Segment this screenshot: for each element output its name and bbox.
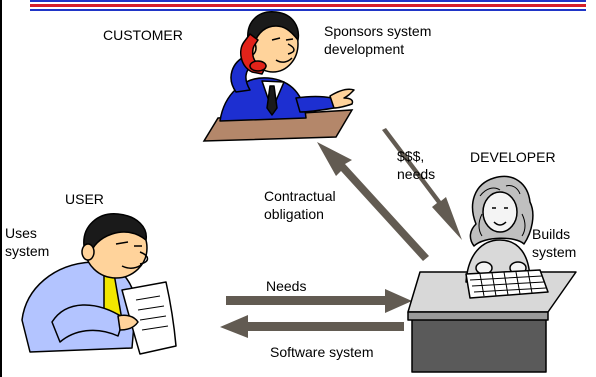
developer-label: DEVELOPER [470,149,556,165]
customer-phone-figure [219,11,355,122]
header-rules [30,0,586,11]
developer-role-line-2: system [532,244,577,260]
flow-contract-line-1: Contractual [264,188,336,204]
flow-software-label: Software system [270,344,374,360]
rule-blue-1 [30,0,586,2]
flow-money-needs-line-1: $$$, [397,148,425,164]
flow-money-needs-line-2: needs [397,166,436,182]
customer-role-line-1: Sponsors system [324,23,432,39]
arrow-needs [226,289,412,313]
user-role-line-2: system [5,243,50,259]
developer-keyboard-figure [465,175,549,299]
rule-red [30,4,586,7]
user-role-line-1: Uses [5,225,37,241]
flow-needs-label: Needs [266,278,307,294]
customer-role-line-2: development [324,41,405,57]
developer-role-line-1: Builds [532,226,571,242]
rule-blue-2 [30,9,586,11]
arrow-developer-to-customer [317,142,429,261]
user-reading-figure [21,213,177,355]
customer-label: CUSTOMER [103,27,183,43]
arrow-customer-to-developer [382,128,462,240]
user-label: USER [65,191,104,207]
flow-contract-line-2: obligation [264,206,324,222]
arrow-software-system [220,315,404,338]
